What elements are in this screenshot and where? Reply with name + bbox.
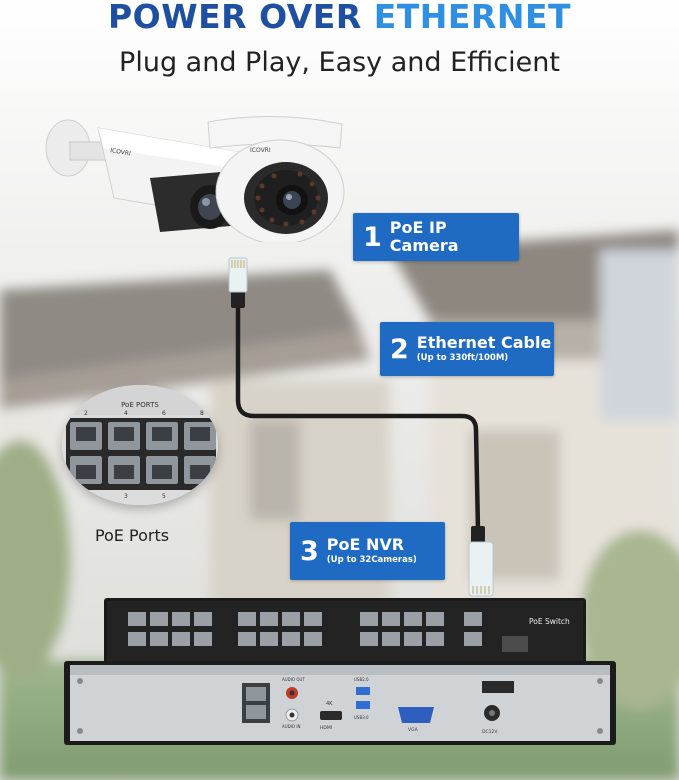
label-number: 2 xyxy=(390,333,409,365)
poe-switch: PoE Switch xyxy=(104,598,586,664)
port-label: AUDIO IN xyxy=(282,724,301,729)
dome-camera: ICOVRI xyxy=(207,116,345,242)
camera-brand: ICOVRI xyxy=(110,147,132,158)
label-number: 3 xyxy=(300,535,319,567)
port-label: VGA xyxy=(408,727,419,733)
label-poe-nvr: 3 PoE NVR (Up to 32Cameras) xyxy=(290,522,445,580)
port-number: 8 xyxy=(200,410,204,417)
title-part-dark: POWER OVER xyxy=(107,0,374,36)
port-label: DC12V xyxy=(482,729,498,735)
port-label: USB2.0 xyxy=(354,677,369,682)
label-number: 1 xyxy=(363,221,382,253)
port-number: 3 xyxy=(124,493,128,500)
page-title: POWER OVER ETHERNET xyxy=(0,0,679,36)
label-sub-text: (Up to 330ft/100M) xyxy=(416,353,509,363)
label-main-text: PoE NVR xyxy=(326,535,405,554)
poe-ports-zoom: PoE PORTS 2 4 6 8 1 3 5 7 xyxy=(62,385,218,505)
port-label: HDMI xyxy=(320,725,332,731)
label-main-text: Ethernet Cable xyxy=(416,333,552,352)
label-poe-ip-camera: 1 PoE IP Camera xyxy=(353,213,519,261)
dome-camera-brand: ICOVRI xyxy=(250,147,271,154)
port-label: AUDIO OUT xyxy=(282,677,305,682)
port-number: 6 xyxy=(162,410,166,417)
label-ethernet-cable: 2 Ethernet Cable (Up to 330ft/100M) xyxy=(380,322,554,376)
poe-nvr: AUDIO OUT AUDIO IN 4K HDMI USB2.0 USB3.0… xyxy=(64,661,616,745)
ports-header: PoE PORTS xyxy=(121,401,159,409)
poe-ports-closeup: PoE PORTS 2 4 6 8 1 3 5 7 xyxy=(62,385,218,505)
port-number: 4 xyxy=(124,410,128,417)
label-main-text: PoE IP Camera xyxy=(389,218,459,255)
label-sub-text: (Up to 32Cameras) xyxy=(326,555,417,565)
port-label: USB3.0 xyxy=(354,715,369,720)
port-number: 5 xyxy=(162,493,166,500)
page-subtitle: Plug and Play, Easy and Efficient xyxy=(119,47,560,78)
rj45-connector-bottom xyxy=(468,526,494,597)
port-number: 2 xyxy=(84,410,88,417)
camera-illustration: ICOVRI ICOVRI xyxy=(45,116,345,242)
switch-label: PoE Switch xyxy=(529,617,570,626)
title-part-highlight: ETHERNET xyxy=(373,0,572,36)
rj45-connector-top xyxy=(228,257,248,308)
poe-ports-caption: PoE Ports xyxy=(94,526,170,545)
port-label: 4K xyxy=(326,701,333,707)
